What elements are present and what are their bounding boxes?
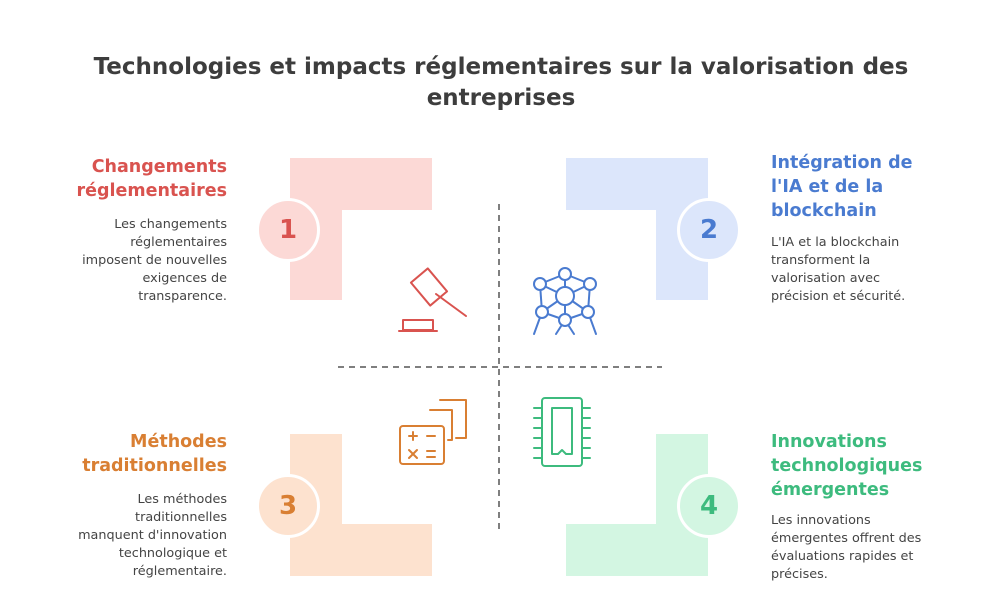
quadrant-3-heading: Méthodes traditionnelles — [82, 432, 227, 476]
quadrant-2-bracket — [566, 158, 708, 300]
quadrant-2-badge: 2 — [677, 198, 741, 262]
atomium-network-icon — [533, 267, 597, 335]
quadrant-1-badge: 1 — [256, 198, 320, 262]
gavel-icon — [398, 267, 467, 332]
quadrant-3-badge: 3 — [256, 474, 320, 538]
quadrant-1-number: 1 — [278, 215, 298, 245]
quadrant-3-number: 3 — [278, 491, 298, 521]
quadrant-2-number: 2 — [699, 215, 719, 245]
microchip-icon — [533, 397, 591, 467]
quadrant-4-badge: 4 — [677, 474, 741, 538]
quadrant-3-bracket — [290, 434, 432, 576]
quadrant-2-heading: Intégration de l'IA et de la blockchain — [771, 153, 913, 221]
quadrant-3-description: Les méthodes traditionnelles manquent d'… — [78, 492, 227, 579]
quadrant-4-bracket — [566, 434, 708, 576]
quadrant-4-heading: Innovations technologiques émergentes — [771, 432, 923, 500]
quadrant-4-number: 4 — [699, 491, 719, 521]
quadrant-1-bracket — [290, 158, 432, 300]
quadrant-2-description: L'IA et la blockchain transforment la va… — [771, 235, 906, 304]
quadrant-4-description: Les innovations émergentes offrent des é… — [771, 513, 922, 582]
quadrant-1-description: Les changements réglementaires imposent … — [82, 217, 227, 304]
calculator-documents-icon — [399, 399, 467, 465]
diagram-title: Technologies et impacts réglementaires s… — [93, 54, 909, 111]
quadrant-1-heading: Changements réglementaires — [76, 157, 227, 201]
